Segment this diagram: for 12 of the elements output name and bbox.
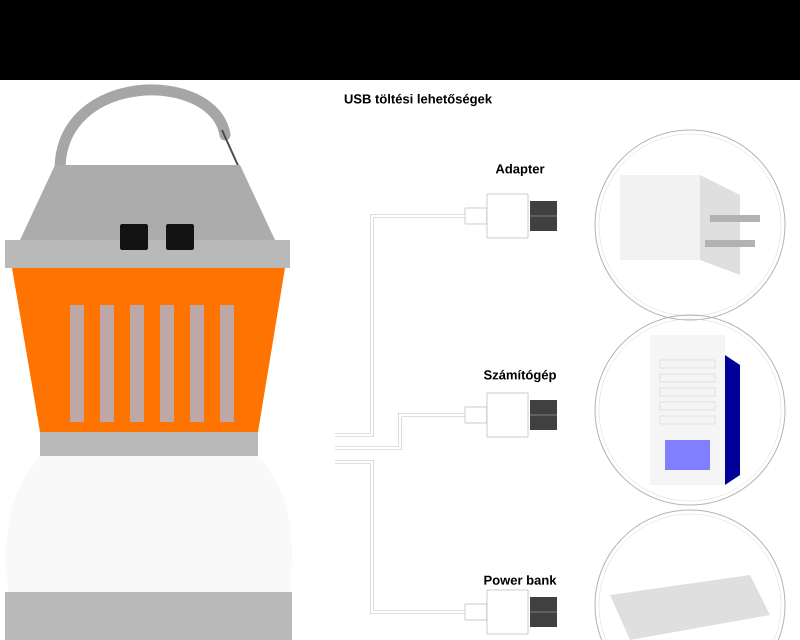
cable	[335, 214, 465, 437]
plug-label: Power bank	[484, 575, 556, 585]
device-picture	[594, 510, 786, 640]
cable	[335, 413, 465, 450]
plug-label: Adapter	[496, 164, 544, 176]
top-band	[0, 0, 800, 80]
cable	[335, 460, 465, 614]
lamp-drawing	[5, 84, 292, 640]
device-picture	[594, 130, 786, 320]
title: USB töltési lehetőségek	[344, 94, 492, 106]
device-picture	[594, 314, 786, 506]
plug-label: Számítógép	[484, 370, 556, 382]
